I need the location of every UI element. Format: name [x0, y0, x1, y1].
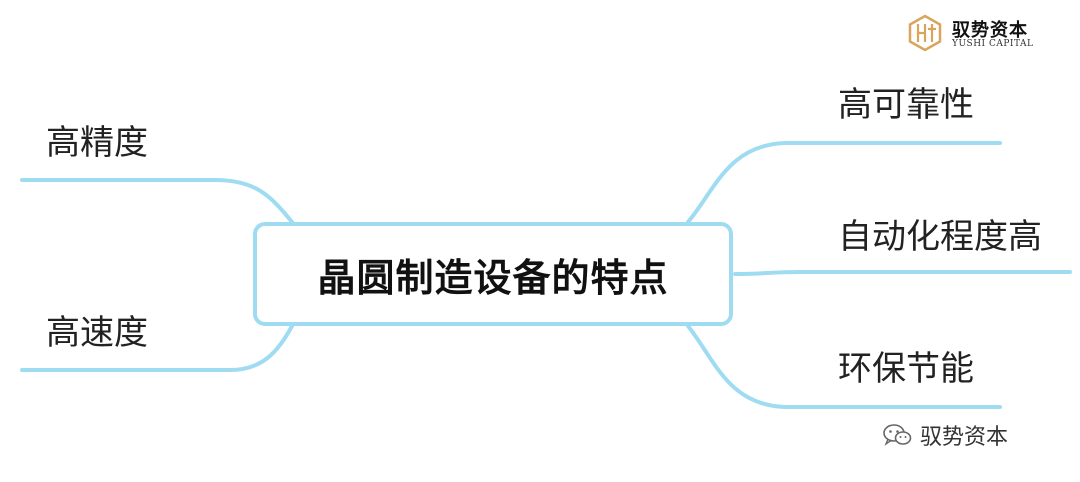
brand-logo: 驭势资本 YUSHI CAPITAL [906, 14, 1056, 54]
yushi-logo-icon [908, 14, 942, 52]
branch-high-automation: 自动化程度高 [838, 217, 1042, 257]
branch-high-precision: 高精度 [46, 123, 148, 163]
connector-high-precision [20, 178, 294, 224]
wechat-icon [883, 424, 912, 446]
central-topic-label: 晶圆制造设备的特点 [317, 255, 669, 300]
connector-automation [733, 270, 1072, 276]
branch-high-speed: 高速度 [46, 313, 148, 353]
watermark-label: 驭势资本 [920, 425, 1009, 450]
branch-eco-friendly: 环保节能 [838, 349, 974, 389]
logo-name-en: YUSHI CAPITAL [952, 39, 1034, 49]
branch-high-reliability: 高可靠性 [838, 85, 974, 125]
connector-high-speed [20, 324, 294, 372]
connector-eco [686, 324, 1002, 409]
connector-reliability [686, 141, 1002, 224]
logo-name-cn: 驭势资本 [952, 20, 1028, 41]
wechat-watermark: 驭势资本 [882, 420, 1008, 450]
central-topic: 晶圆制造设备的特点 [253, 222, 733, 326]
